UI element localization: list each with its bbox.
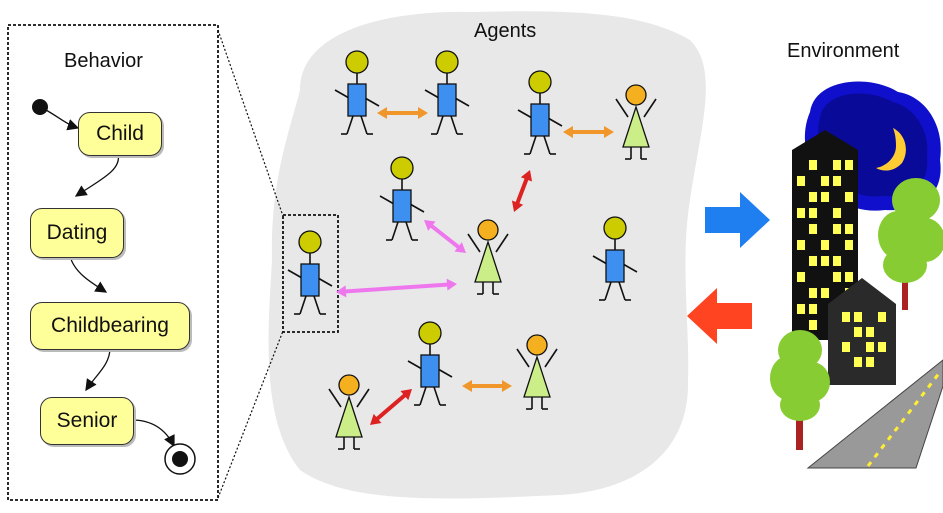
road	[806, 359, 943, 469]
arrow-to-environment	[705, 192, 770, 248]
female-agent-figure	[467, 219, 509, 295]
male-agent-figure	[407, 321, 453, 406]
transition-start-child	[45, 109, 80, 131]
male-agent-figure	[287, 230, 333, 315]
behavior-box	[7, 24, 219, 501]
interaction-arrow	[370, 389, 412, 425]
interaction-arrow	[377, 107, 428, 119]
agent-figures	[287, 50, 657, 450]
female-agent-figure	[328, 374, 370, 450]
arrow-to-agents	[687, 288, 752, 344]
tree-right	[878, 178, 943, 310]
transition-childbearing-senior	[85, 347, 111, 392]
transition-child-dating	[74, 153, 120, 197]
end-node	[172, 451, 188, 467]
male-agent-figure	[424, 50, 470, 135]
male-agent-figure	[379, 156, 425, 241]
interaction-arrow	[424, 220, 466, 253]
female-agent-figure	[516, 334, 558, 410]
state-childbearing: Childbearing	[30, 302, 190, 350]
agents-title: Agents	[474, 20, 537, 42]
male-agent-figure	[334, 50, 380, 135]
tall-building	[792, 130, 858, 340]
interaction-arrow	[462, 380, 512, 392]
environment-title: Environment	[787, 40, 900, 62]
zoom-line-bottom	[217, 330, 284, 499]
state-senior: Senior	[40, 397, 134, 445]
behavior-title: Behavior	[64, 50, 143, 72]
state-dating: Dating	[30, 208, 124, 258]
moon-icon	[876, 128, 906, 171]
transition-senior-end	[131, 419, 175, 448]
male-agent-figure	[592, 216, 638, 301]
transition-dating-childbearing	[69, 255, 108, 293]
small-house-windows	[842, 312, 886, 367]
interaction-arrows	[336, 107, 614, 425]
interaction-arrow	[336, 278, 457, 298]
state-child: Child	[78, 112, 162, 156]
selected-agent-box	[282, 214, 339, 333]
road-center-line	[866, 371, 942, 467]
interaction-arrow	[563, 126, 614, 138]
zoom-line-top	[217, 29, 284, 217]
female-agent-figure	[615, 84, 657, 160]
interaction-arrow	[511, 170, 533, 212]
male-agent-figure	[517, 70, 563, 155]
start-node	[32, 99, 48, 115]
tree-left	[770, 330, 830, 450]
